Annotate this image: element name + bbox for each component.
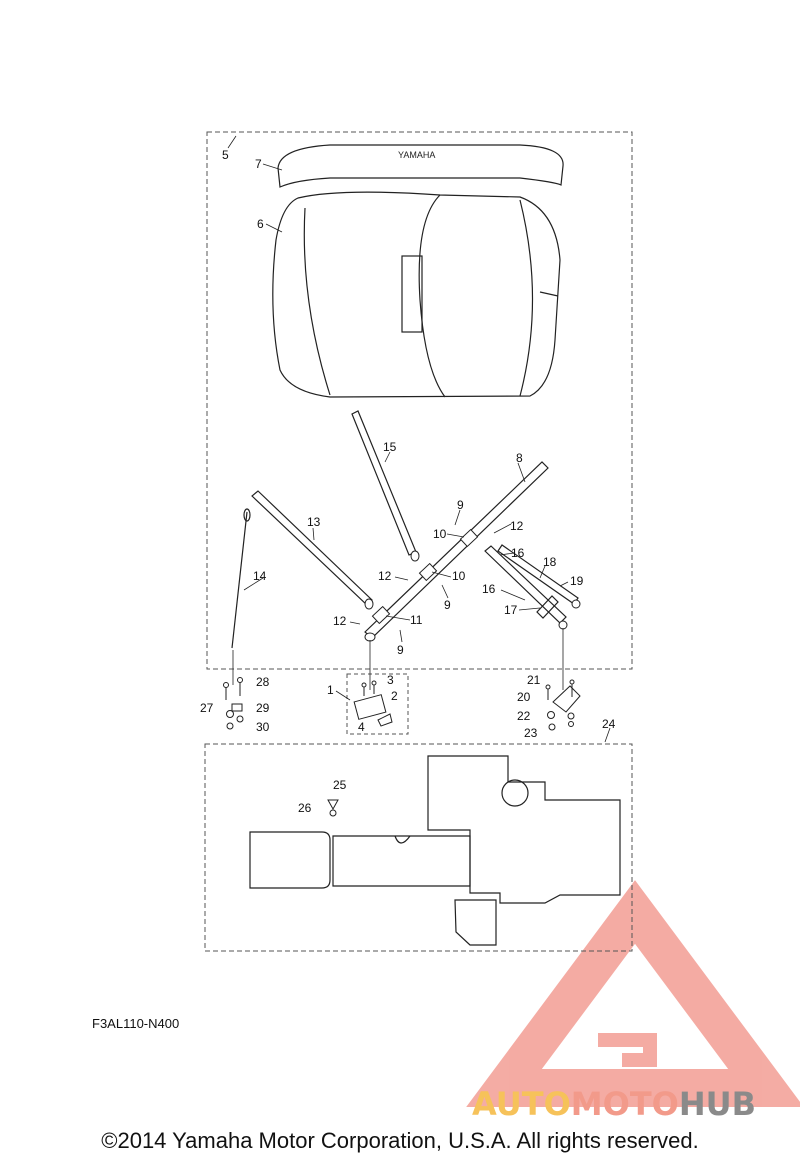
callout-24: 24 (602, 717, 616, 731)
callout-29: 29 (256, 701, 270, 715)
callout-16-bottom: 16 (482, 582, 496, 596)
drawing-code: F3AL110-N400 (92, 1016, 180, 1031)
callout-18: 18 (543, 555, 557, 569)
watermark-hub: HUB (679, 1085, 756, 1123)
frame-tubes (231, 410, 579, 649)
callout-27: 27 (200, 701, 214, 715)
callout-5: 5 (222, 148, 229, 162)
watermark-logo-icon (466, 880, 800, 1107)
callout-12-top: 12 (510, 519, 524, 533)
mat-group-box (204, 743, 633, 952)
cover-group-box (206, 131, 633, 670)
callout-12-bottom: 12 (333, 614, 347, 628)
bracket-group-box (346, 673, 409, 735)
callout-15: 15 (383, 440, 397, 454)
callout-30: 30 (256, 720, 270, 734)
callout-10-mid: 10 (452, 569, 466, 583)
callout-20: 20 (517, 690, 531, 704)
callout-9-mid: 9 (444, 598, 451, 612)
callout-16-top: 16 (511, 546, 525, 560)
callout-26: 26 (298, 801, 312, 815)
hardware-parts (223, 677, 581, 817)
callout-19: 19 (570, 574, 584, 588)
callout-23: 23 (524, 726, 538, 740)
callout-21: 21 (527, 673, 541, 687)
callout-9-top: 9 (457, 498, 464, 512)
strap-part: YAMAHA (277, 144, 564, 188)
callout-2: 2 (391, 689, 398, 703)
strap-logo-text: YAMAHA (398, 150, 435, 160)
leader-lines (227, 135, 611, 743)
callout-3: 3 (387, 673, 394, 687)
callout-25: 25 (333, 778, 347, 792)
watermark-moto: MOTO (571, 1085, 679, 1123)
callout-7: 7 (255, 157, 262, 171)
callout-17: 17 (504, 603, 518, 617)
tube-joints (364, 528, 581, 642)
watermark-auto: AUTO (472, 1085, 571, 1123)
callout-10-top: 10 (433, 527, 447, 541)
callout-6: 6 (257, 217, 264, 231)
callout-22: 22 (517, 709, 531, 723)
callout-8: 8 (516, 451, 523, 465)
callout-1: 1 (327, 683, 334, 697)
callout-13: 13 (307, 515, 321, 529)
callout-11: 11 (410, 613, 423, 627)
callout-4: 4 (358, 720, 365, 734)
callout-9-bottom: 9 (397, 643, 404, 657)
watermark-text: AUTOMOTOHUB (472, 1085, 756, 1123)
copyright-notice: ©2014 Yamaha Motor Corporation, U.S.A. A… (101, 1128, 699, 1153)
cover-part (272, 191, 561, 398)
callout-12-mid: 12 (378, 569, 392, 583)
callout-14: 14 (253, 569, 267, 583)
floor-mats (249, 755, 621, 946)
callout-labels: 5 7 6 15 8 13 9 12 10 16 18 14 12 10 19 … (200, 148, 616, 815)
callout-28: 28 (256, 675, 270, 689)
